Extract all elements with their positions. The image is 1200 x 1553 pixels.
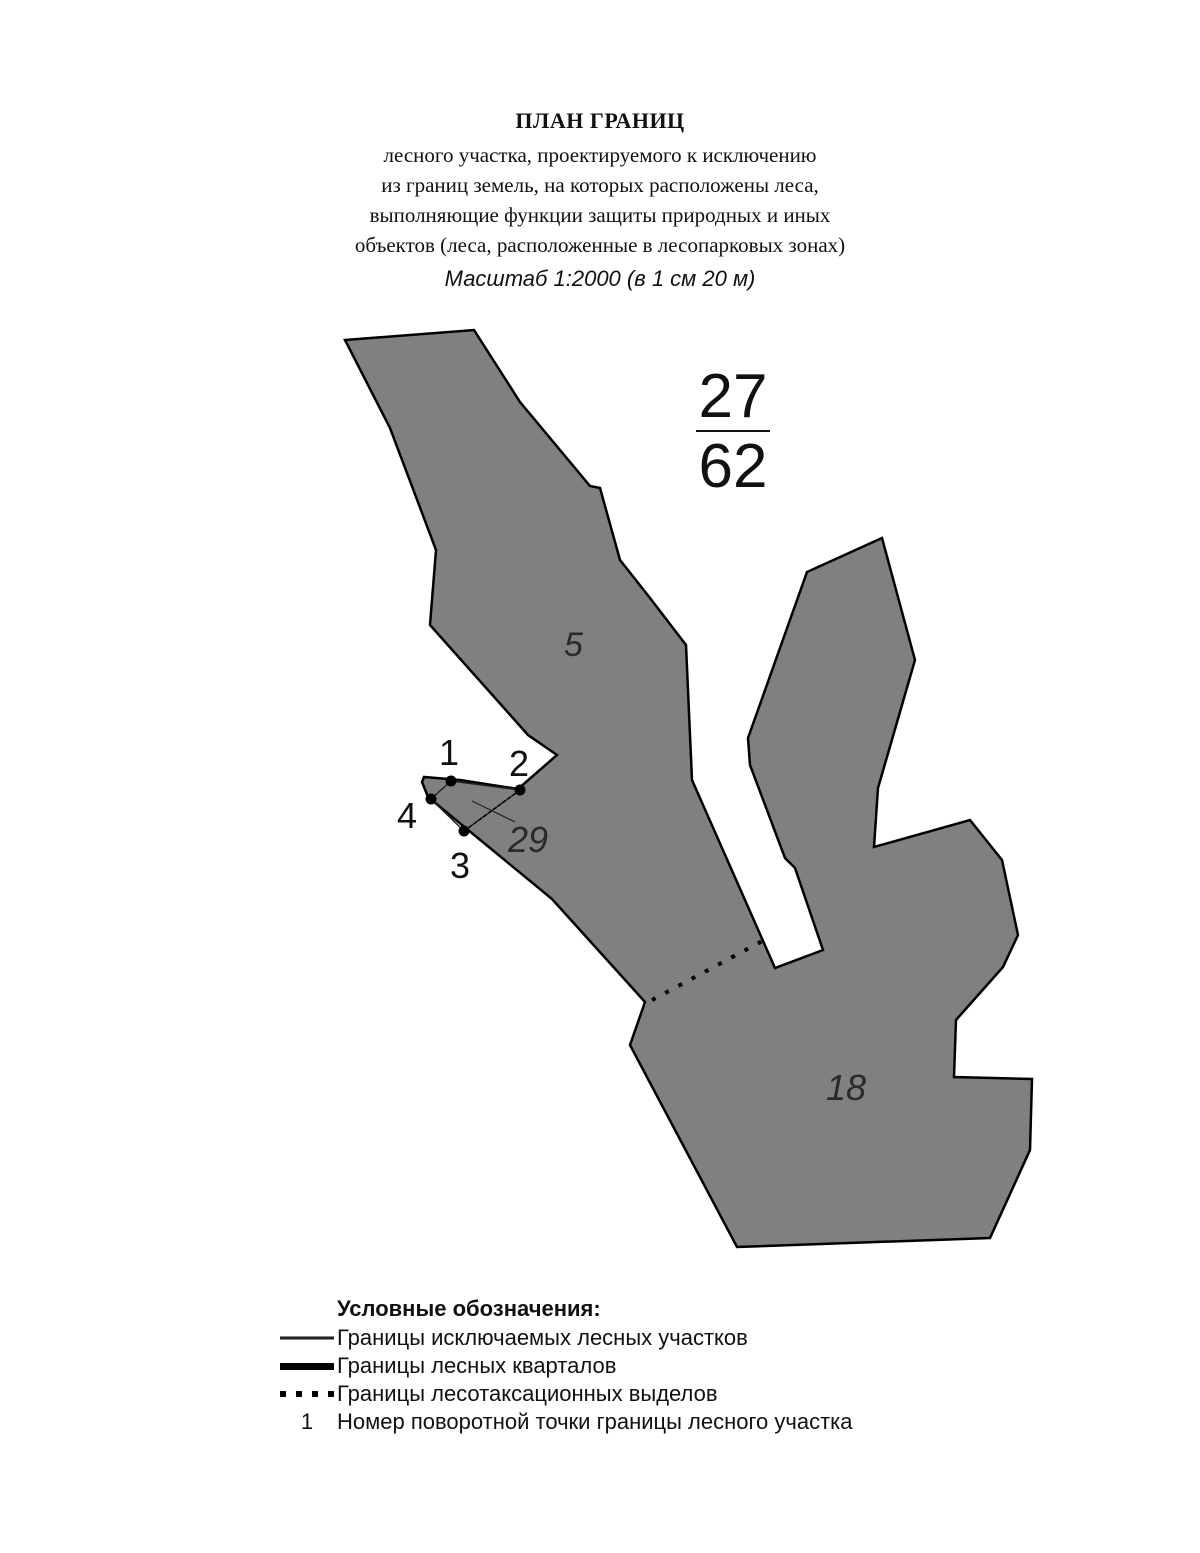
thick-line-icon <box>280 1362 334 1370</box>
plot-label-18: 18 <box>826 1067 866 1108</box>
quarter-denominator: 62 <box>698 432 768 501</box>
turning-point-1 <box>445 775 457 787</box>
plot-29-leader-line <box>471 800 516 823</box>
turning-point-3 <box>458 825 470 837</box>
dotted-line-icon <box>280 1391 334 1397</box>
subtitle-line-4: объектов (леса, расположенные в лесопарк… <box>354 233 846 257</box>
plot-label-29: 29 <box>507 819 548 860</box>
subtitle-line-1: лесного участка, проектируемого к исключ… <box>383 143 817 167</box>
subtitle-line-3: выполняющие функции защиты природных и и… <box>369 203 831 227</box>
subtitle-line-2: из границ земель, на которых расположены… <box>381 173 819 197</box>
legend-label: Границы лесных кварталов <box>337 1353 617 1378</box>
page-title: ПЛАН ГРАНИЦ <box>515 108 685 133</box>
legend-label: Номер поворотной точки границы лесного у… <box>337 1409 853 1434</box>
legend: Условные обозначения: Границы исключаемы… <box>280 1296 853 1436</box>
forest-area-polygon <box>343 328 1034 1249</box>
legend-item-turning-point: 1 Номер поворотной точки границы лесного… <box>280 1408 853 1436</box>
point-label-3: 3 <box>450 845 470 886</box>
legend-item-taxation-units: Границы лесотаксационных выделов <box>280 1380 853 1408</box>
legend-item-forest-quarters: Границы лесных кварталов <box>280 1352 853 1380</box>
legend-item-excluded-plots: Границы исключаемых лесных участков <box>280 1324 853 1352</box>
point-label-2: 2 <box>509 743 529 784</box>
plot-label-5: 5 <box>564 626 583 664</box>
legend-title: Условные обозначения: <box>337 1296 601 1321</box>
scale-label: Масштаб 1:2000 (в 1 см 20 м) <box>444 266 756 291</box>
fraction-bar <box>696 430 770 432</box>
turning-point-2 <box>514 784 526 796</box>
title-block: ПЛАН ГРАНИЦ лесного участка, проектируем… <box>0 108 1200 260</box>
point-label-4: 4 <box>397 795 417 836</box>
turning-point-4 <box>425 793 437 805</box>
point-number-symbol: 1 <box>300 1409 314 1434</box>
legend-label: Границы исключаемых лесных участков <box>337 1325 748 1350</box>
thin-line-icon <box>280 1336 334 1340</box>
quarter-numerator: 27 <box>698 362 768 431</box>
quarter-number: 27 62 <box>688 366 778 498</box>
point-label-1: 1 <box>439 732 459 773</box>
legend-label: Границы лесотаксационных выделов <box>337 1381 718 1406</box>
